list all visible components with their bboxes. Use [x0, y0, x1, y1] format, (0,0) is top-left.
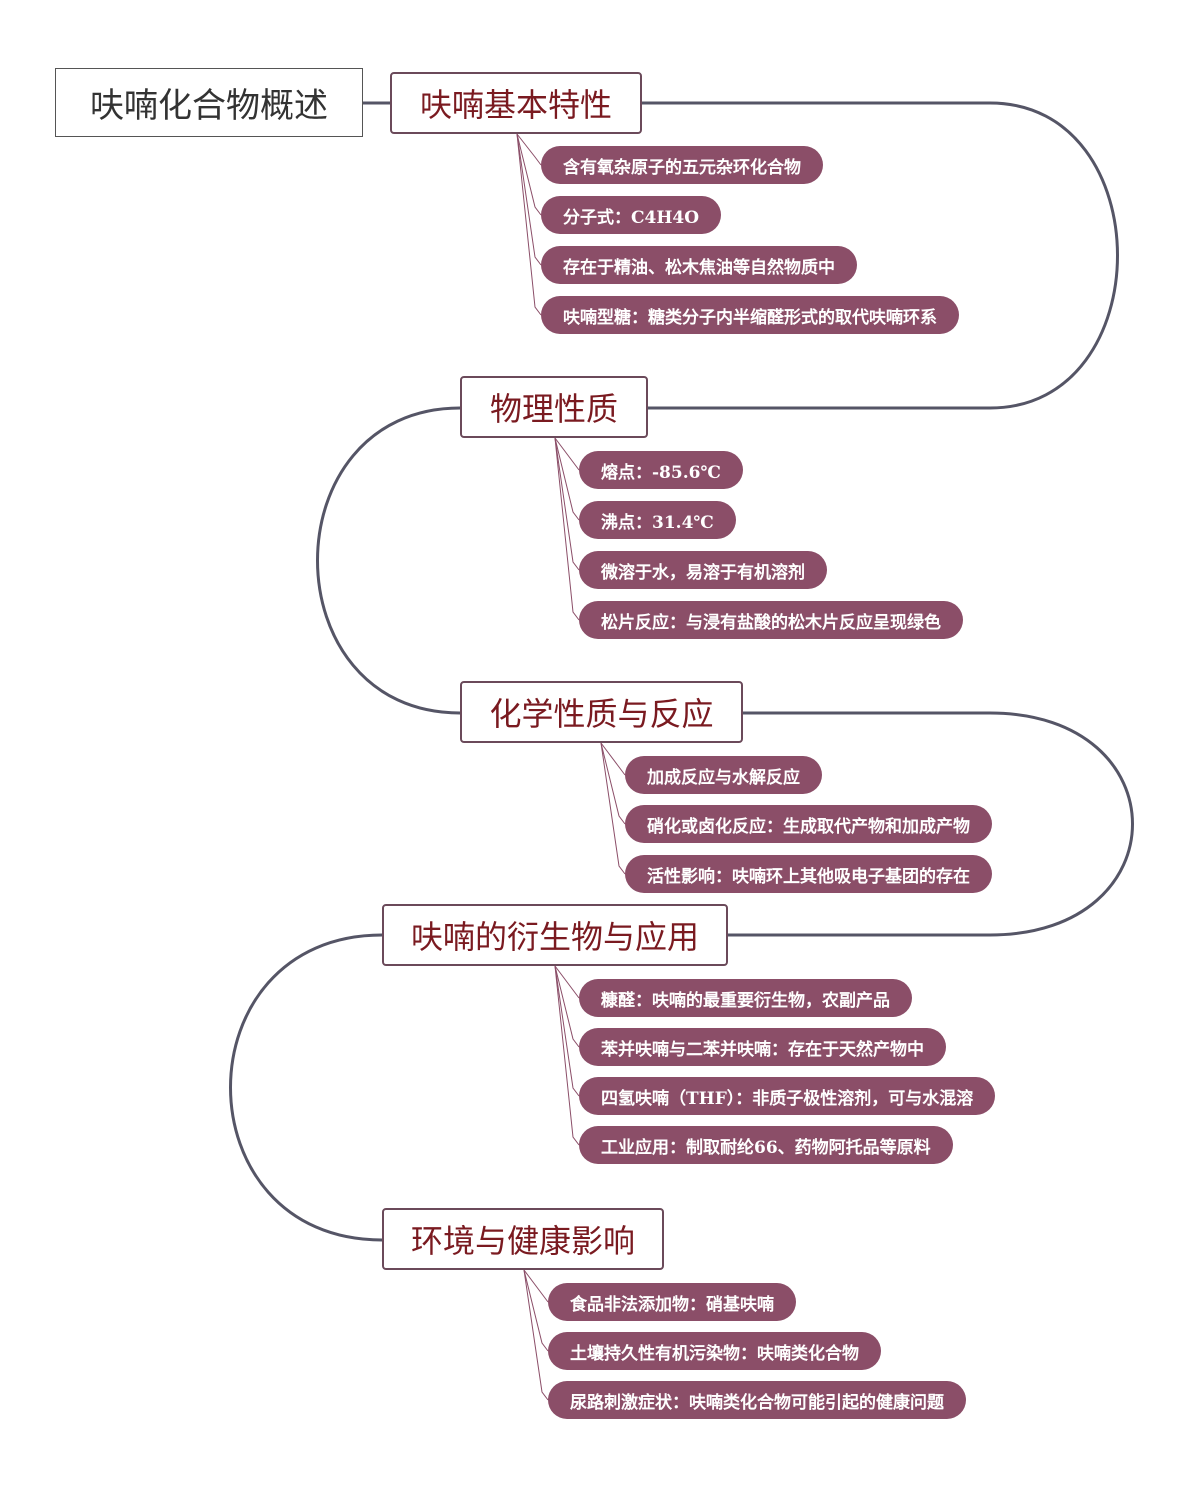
section-connector-curve — [642, 101, 1119, 410]
root-topic[interactable]: 呋喃化合物概述 — [55, 68, 363, 137]
branch-line — [554, 965, 580, 1097]
section-basic-properties[interactable]: 呋喃基本特性 — [390, 72, 642, 134]
leaf-item[interactable]: 熔点：-85.6℃ — [579, 451, 743, 489]
section-title: 呋喃基本特性 — [419, 86, 612, 124]
leaf-label: 土壤持久性有机污染物：呋喃类化合物 — [570, 1343, 859, 1364]
leaf-item[interactable]: 微溶于水，易溶于有机溶剂 — [579, 551, 827, 589]
leaf-label: 食品非法添加物：硝基呋喃 — [570, 1294, 774, 1315]
leaf-label: 糠醛：呋喃的最重要衍生物，农副产品 — [601, 990, 890, 1011]
leaf-item[interactable]: 食品非法添加物：硝基呋喃 — [548, 1283, 796, 1321]
section-title: 呋喃的衍生物与应用 — [410, 918, 699, 956]
branch-line — [554, 437, 580, 621]
branch-line — [523, 1269, 549, 1352]
branch-line — [523, 1269, 549, 1303]
leaf-label: 松片反应：与浸有盐酸的松木片反应呈现绿色 — [601, 612, 941, 633]
leaf-item[interactable]: 沸点：31.4℃ — [579, 501, 736, 539]
leaf-label: 存在于精油、松木焦油等自然物质中 — [563, 257, 835, 278]
leaf-item[interactable]: 加成反应与水解反应 — [625, 756, 822, 794]
branch-line — [516, 133, 542, 266]
branch-line — [554, 965, 580, 999]
section-derivatives-applications[interactable]: 呋喃的衍生物与应用 — [382, 904, 728, 966]
section-physical-properties[interactable]: 物理性质 — [460, 376, 648, 438]
leaf-item[interactable]: 硝化或卤化反应：生成取代产物和加成产物 — [625, 805, 992, 843]
section-title: 环境与健康影响 — [410, 1222, 635, 1260]
leaf-label: 活性影响：呋喃环上其他吸电子基团的存在 — [647, 866, 970, 887]
leaf-label: 微溶于水，易溶于有机溶剂 — [601, 562, 805, 583]
leaf-item[interactable]: 分子式：C4H4O — [541, 196, 722, 234]
leaf-item[interactable]: 苯并呋喃与二苯并呋喃：存在于天然产物中 — [579, 1028, 946, 1066]
leaf-item[interactable]: 松片反应：与浸有盐酸的松木片反应呈现绿色 — [579, 601, 963, 639]
root-title: 呋喃化合物概述 — [90, 86, 328, 126]
branch-line — [600, 742, 626, 875]
leaf-label: 分子式：C4H4O — [563, 207, 700, 228]
branch-line — [554, 965, 580, 1146]
leaf-item[interactable]: 四氢呋喃（THF）：非质子极性溶剂，可与水混溶 — [579, 1077, 996, 1115]
branch-line — [554, 437, 580, 571]
branch-line — [523, 1269, 549, 1401]
leaf-label: 沸点：31.4℃ — [601, 512, 714, 533]
leaf-item[interactable]: 活性影响：呋喃环上其他吸电子基团的存在 — [625, 855, 992, 893]
section-title: 化学性质与反应 — [489, 695, 714, 733]
branch-line — [554, 965, 580, 1048]
section-chemical-properties[interactable]: 化学性质与反应 — [460, 681, 743, 743]
leaf-label: 加成反应与水解反应 — [647, 767, 800, 788]
section-title: 物理性质 — [489, 390, 618, 428]
section-connector-curve — [728, 711, 1134, 937]
branch-line — [554, 437, 580, 521]
branch-line — [600, 742, 626, 776]
leaf-item[interactable]: 工业应用：制取耐纶66、药物阿托品等原料 — [579, 1126, 953, 1164]
leaf-item[interactable]: 含有氧杂原子的五元杂环化合物 — [541, 146, 823, 184]
leaf-item[interactable]: 土壤持久性有机污染物：呋喃类化合物 — [548, 1332, 881, 1370]
leaf-label: 苯并呋喃与二苯并呋喃：存在于天然产物中 — [601, 1039, 924, 1060]
section-connector-curve — [316, 406, 461, 715]
leaf-label: 含有氧杂原子的五元杂环化合物 — [563, 157, 801, 178]
branch-line — [516, 133, 542, 166]
leaf-label: 呋喃型糖：糖类分子内半缩醛形式的取代呋喃环系 — [563, 307, 937, 328]
branch-line — [554, 437, 580, 471]
section-environment-health[interactable]: 环境与健康影响 — [382, 1208, 664, 1270]
branch-line — [600, 742, 626, 825]
leaf-label: 工业应用：制取耐纶66、药物阿托品等原料 — [601, 1137, 931, 1158]
leaf-label: 尿路刺激症状：呋喃类化合物可能引起的健康问题 — [570, 1392, 944, 1413]
leaf-item[interactable]: 糠醛：呋喃的最重要衍生物，农副产品 — [579, 979, 912, 1017]
leaf-label: 熔点：-85.6℃ — [601, 462, 721, 483]
leaf-item[interactable]: 呋喃型糖：糖类分子内半缩醛形式的取代呋喃环系 — [541, 296, 959, 334]
leaf-item[interactable]: 存在于精油、松木焦油等自然物质中 — [541, 246, 857, 284]
branch-line — [516, 133, 542, 216]
section-connector-curve — [229, 933, 383, 1242]
leaf-item[interactable]: 尿路刺激症状：呋喃类化合物可能引起的健康问题 — [548, 1381, 966, 1419]
leaf-label: 硝化或卤化反应：生成取代产物和加成产物 — [647, 816, 970, 837]
leaf-label: 四氢呋喃（THF）：非质子极性溶剂，可与水混溶 — [601, 1088, 974, 1109]
branch-line — [516, 133, 542, 316]
